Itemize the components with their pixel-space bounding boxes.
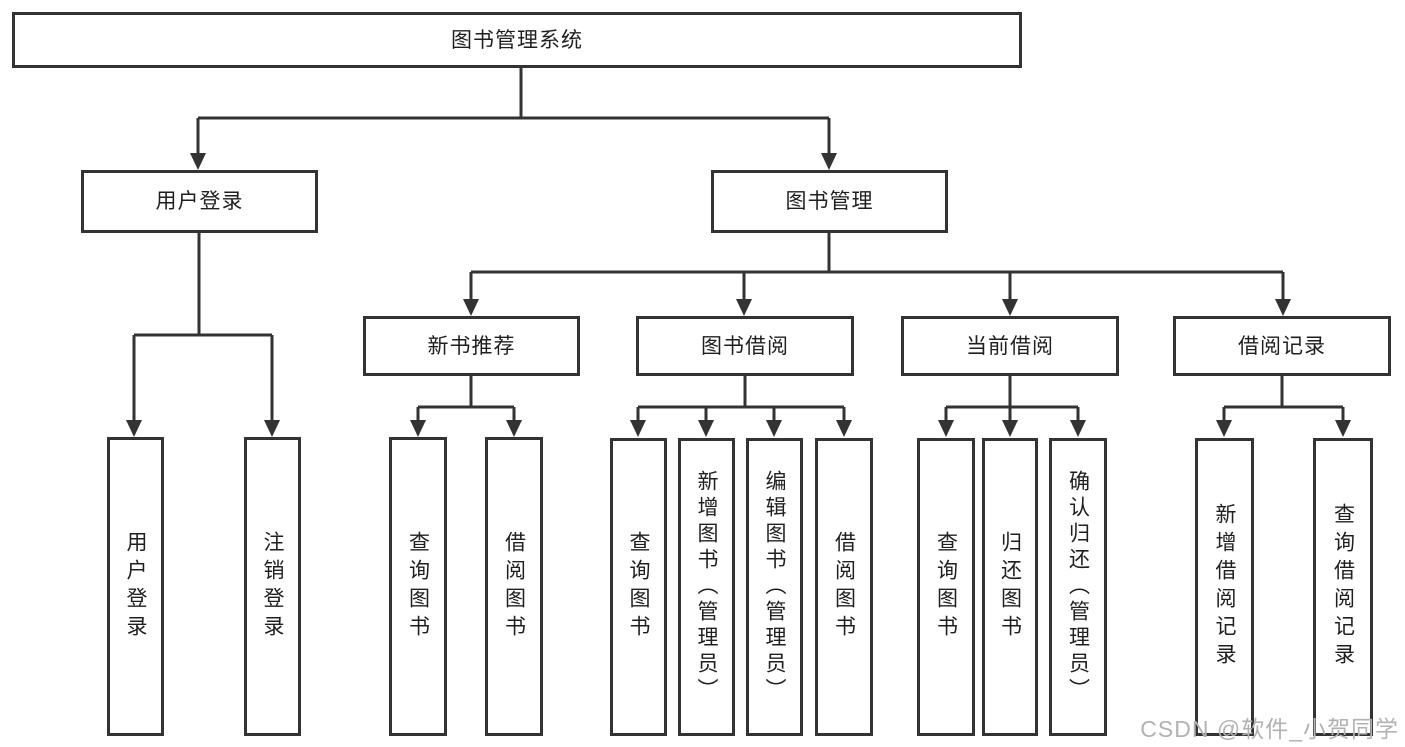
node-book-management: 图书管理	[711, 170, 948, 233]
leaf-borrow-borrow-books: 借阅图书	[815, 438, 873, 736]
leaf-borrow-query-books: 查询图书	[610, 438, 667, 736]
node-book-borrow: 图书借阅	[636, 316, 854, 376]
node-borrow-records: 借阅记录	[1173, 316, 1391, 376]
leaf-current-return-books: 归还图书	[982, 438, 1038, 736]
leaf-user-login: 用户登录	[107, 437, 164, 736]
node-current-borrow: 当前借阅	[901, 316, 1119, 376]
leaf-current-confirm-return-admin: 确认归还（管理员）	[1049, 438, 1107, 736]
node-root: 图书管理系统	[12, 12, 1022, 68]
leaf-records-add-record: 新增借阅记录	[1195, 438, 1254, 736]
node-user-login: 用户登录	[81, 170, 318, 233]
leaf-records-query-record: 查询借阅记录	[1313, 438, 1373, 736]
leaf-current-query-books: 查询图书	[917, 438, 975, 736]
csdn-watermark: CSDN @软件_小贺同学	[1140, 716, 1399, 742]
leaf-logout: 注销登录	[244, 437, 301, 736]
leaf-borrow-add-books-admin: 新增图书（管理员）	[678, 438, 735, 736]
node-new-book-recommend: 新书推荐	[363, 316, 580, 376]
leaf-recommend-query-books: 查询图书	[389, 437, 447, 736]
leaf-recommend-borrow-books: 借阅图书	[485, 437, 543, 736]
leaf-borrow-edit-books-admin: 编辑图书（管理员）	[746, 438, 803, 736]
